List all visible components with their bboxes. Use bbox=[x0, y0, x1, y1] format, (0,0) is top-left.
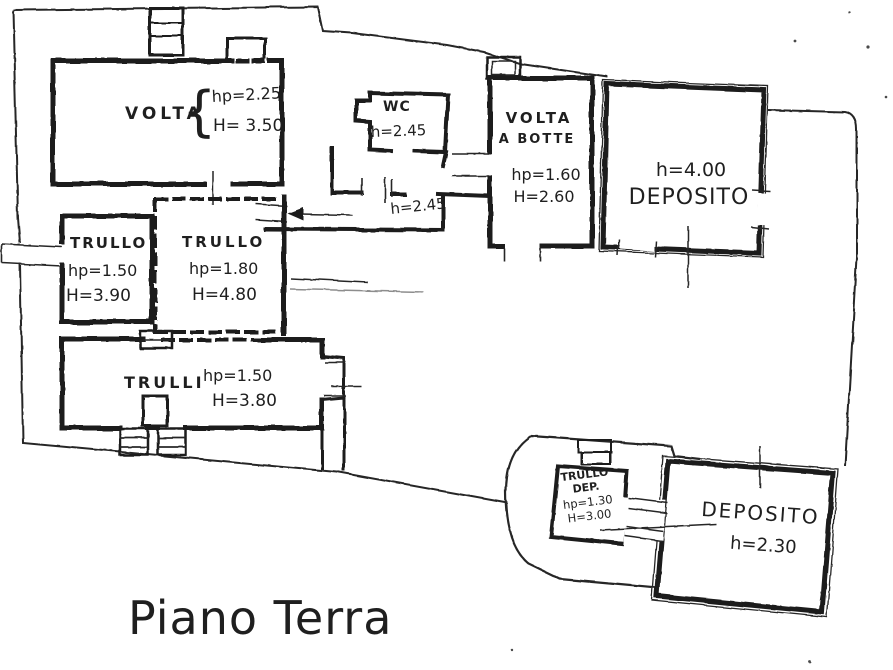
corridor-h-label: h=2.45 bbox=[390, 194, 447, 218]
measure-line-2 bbox=[289, 288, 425, 293]
trulli-h-label: H=3.80 bbox=[212, 391, 277, 411]
trulli-stair-box-2 bbox=[156, 427, 188, 457]
right-boundary bbox=[767, 109, 858, 467]
trullo-left-h-label: H=3.90 bbox=[66, 286, 131, 306]
volta-room-walls bbox=[50, 58, 285, 187]
trullo-dep-h-label: H=3.00 bbox=[567, 506, 612, 525]
volta-brace: { bbox=[182, 80, 216, 143]
trullo-center-label: TRULLO bbox=[182, 233, 265, 251]
volta-hp-label: hp=2.25 bbox=[211, 83, 281, 106]
entrance-arrow-icon bbox=[287, 207, 303, 220]
plan-labels: VOLTA { hp=2.25 H= 3.50 WC h=2.45 h=2.45… bbox=[66, 80, 820, 645]
deposito-bottom-label: DEPOSITO bbox=[701, 497, 821, 529]
trullo-center-h-label: H=4.80 bbox=[192, 285, 257, 305]
deposito-top-outer-line bbox=[598, 79, 769, 258]
wc-h-label: h=2.45 bbox=[371, 121, 427, 141]
trulli-hp-label: hp=1.50 bbox=[203, 366, 272, 385]
deposito-bottom-walls bbox=[654, 458, 836, 615]
deposito-bottom-door-gap bbox=[655, 499, 666, 541]
trulli-stair-rungs bbox=[120, 437, 186, 448]
trullo-dep-label-1: TRULLO bbox=[560, 465, 609, 484]
volta-a-botte-label-1: VOLTA bbox=[506, 109, 573, 127]
trulli-right-pier bbox=[320, 354, 346, 472]
volta-a-botte-chimney bbox=[485, 55, 522, 81]
trulli-walls bbox=[59, 336, 325, 431]
deposito-bottom-h-label: h=2.30 bbox=[729, 533, 797, 559]
volta-a-botte-door-jambs bbox=[503, 248, 541, 261]
trulli-pillar bbox=[141, 394, 169, 428]
wc-room-walls bbox=[354, 90, 451, 155]
page-title: Piano Terra bbox=[128, 591, 392, 645]
volta-label: VOLTA bbox=[125, 104, 204, 124]
trullo-left-hp-label: hp=1.50 bbox=[68, 261, 137, 280]
trullo-left-label: TRULLO bbox=[70, 234, 147, 252]
trullo-dep-hp-label: hp=1.30 bbox=[562, 492, 613, 512]
corridor-door-jambs bbox=[255, 153, 489, 223]
volta-chimney-rungs bbox=[149, 22, 184, 37]
wc-label: WC bbox=[383, 99, 411, 115]
trullo-center-dashed-walls bbox=[153, 197, 284, 334]
trullo-dep-walls bbox=[548, 463, 630, 547]
deposito-top-h-label: h=4.00 bbox=[656, 159, 726, 181]
deposito-top-jambs-ticks bbox=[617, 189, 771, 288]
trulli-door-jambs bbox=[324, 361, 362, 397]
volta-a-botte-label-2: A BOTTE bbox=[499, 132, 575, 147]
trulli-stair-box-1 bbox=[118, 427, 150, 457]
trullo-dep-door-gap bbox=[618, 496, 628, 543]
annex-door-jambs bbox=[599, 446, 761, 542]
corridor-walls bbox=[262, 146, 493, 233]
measure-line-1 bbox=[289, 277, 369, 283]
volta-top-box bbox=[225, 36, 267, 60]
plan-linework bbox=[1, 5, 888, 664]
volta-a-botte-hp-label: hp=1.60 bbox=[511, 165, 580, 184]
trullo-dep-label-2: DEP. bbox=[572, 480, 600, 496]
trullo-left-walls bbox=[59, 213, 155, 325]
trullo-dep-chimney-inner bbox=[580, 451, 611, 465]
volta-h-label: H= 3.50 bbox=[213, 116, 283, 136]
deposito-bottom-outer-line bbox=[651, 455, 839, 618]
trulli-label: TRULLI bbox=[124, 373, 205, 392]
deposito-top-door-gaps bbox=[619, 192, 766, 251]
volta-a-botte-chimney-inner bbox=[491, 60, 516, 76]
volta-a-botte-h-label: H=2.60 bbox=[513, 187, 574, 206]
deposito-top-label: DEPOSITO bbox=[629, 185, 750, 210]
scan-speckles bbox=[510, 11, 888, 664]
deposito-top-walls bbox=[600, 81, 767, 256]
trullo-dep-label-group: TRULLO DEP. hp=1.30 H=3.00 bbox=[560, 465, 613, 525]
trullo-center-hp-label: hp=1.80 bbox=[189, 259, 258, 278]
volta-a-botte-walls bbox=[487, 75, 595, 249]
volta-chimney bbox=[148, 6, 185, 57]
left-window-jambs bbox=[1, 243, 63, 267]
